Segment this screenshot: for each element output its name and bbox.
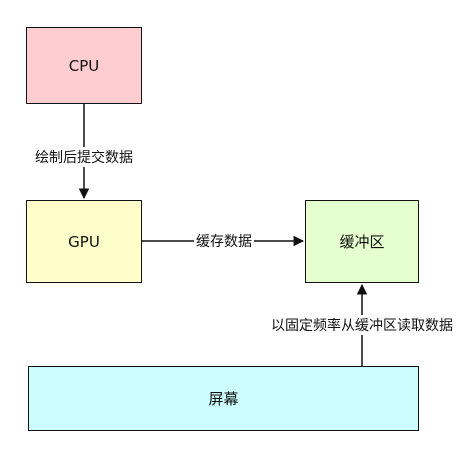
node-cpu-label: CPU [68, 56, 100, 75]
node-cpu: CPU [26, 27, 142, 104]
node-gpu: GPU [26, 200, 142, 283]
node-screen: 屏幕 [28, 366, 419, 431]
edge-label-screen-to-buffer: 以固定频率从缓冲区读取数据 [269, 315, 455, 335]
node-screen-label: 屏幕 [208, 390, 239, 408]
node-gpu-label: GPU [68, 232, 100, 251]
edge-label-gpu-to-buffer: 缓存数据 [194, 231, 254, 251]
edge-label-cpu-to-gpu: 绘制后提交数据 [33, 147, 135, 167]
node-buffer-label: 缓冲区 [339, 233, 385, 251]
node-buffer: 缓冲区 [305, 200, 419, 283]
